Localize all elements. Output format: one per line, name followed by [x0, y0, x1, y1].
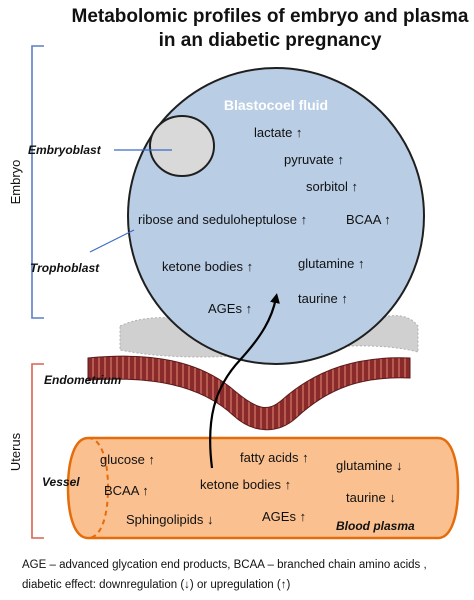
blastocoel-ages: AGEs ↑ — [208, 301, 252, 316]
blood-plasma-label: Blood plasma — [336, 519, 415, 533]
blastocoel-pyruvate: pyruvate ↑ — [284, 152, 344, 167]
endometrium-layer — [87, 355, 411, 431]
blastocoel-bcaa: BCAA ↑ — [346, 212, 391, 227]
blastocoel-ribose: ribose and seduloheptulose ↑ — [138, 212, 307, 227]
plasma-glucose: glucose ↑ — [100, 452, 155, 467]
plasma-sphingolipids: Sphingolipids ↓ — [126, 512, 213, 527]
footnote-abbreviations: AGE – advanced glycation end products, B… — [22, 559, 427, 571]
diagram-title-line-1: Metabolomic profiles of embryo and plasm… — [72, 6, 469, 27]
blastocoel-fluid-title: Blastocoel fluid — [224, 97, 328, 113]
blastocoel-glutamine: glutamine ↑ — [298, 256, 364, 271]
embryo-bracket — [31, 45, 44, 319]
vessel-left-rim — [87, 437, 110, 539]
blood-vessel — [66, 436, 460, 540]
plasma-ages: AGEs ↑ — [262, 509, 306, 524]
diagram-title-line-2: in an diabetic pregnancy — [159, 30, 382, 51]
transport-arrow — [209, 293, 280, 469]
trophoblast-pointer — [89, 229, 135, 253]
plasma-taurine: taurine ↓ — [346, 490, 396, 505]
embryo-side-label: Embryo — [8, 160, 23, 205]
blastocoel-lactate: lactate ↑ — [254, 125, 302, 140]
plasma-glutamine: glutamine ↓ — [336, 458, 402, 473]
endometrium-label: Endometrium — [44, 373, 122, 387]
vessel-label: Vessel — [42, 475, 80, 489]
trophoblast-label: Trophoblast — [30, 261, 100, 275]
plasma-bcaa: BCAA ↑ — [104, 483, 149, 498]
footnote-legend: diabetic effect: downregulation (↓) or u… — [22, 579, 290, 591]
embryoblast-label: Embryoblast — [28, 143, 102, 157]
plasma-ketone-bodies: ketone bodies ↑ — [200, 477, 291, 492]
blastocoel-sorbitol: sorbitol ↑ — [306, 179, 358, 194]
plasma-fatty-acids: fatty acids ↑ — [240, 450, 309, 465]
uterus-side-label: Uterus — [8, 432, 23, 471]
embryoblast — [149, 115, 215, 177]
blastocoel-ketone-bodies: ketone bodies ↑ — [162, 259, 253, 274]
blastocoel-taurine: taurine ↑ — [298, 291, 348, 306]
uterus-bracket — [31, 363, 44, 539]
